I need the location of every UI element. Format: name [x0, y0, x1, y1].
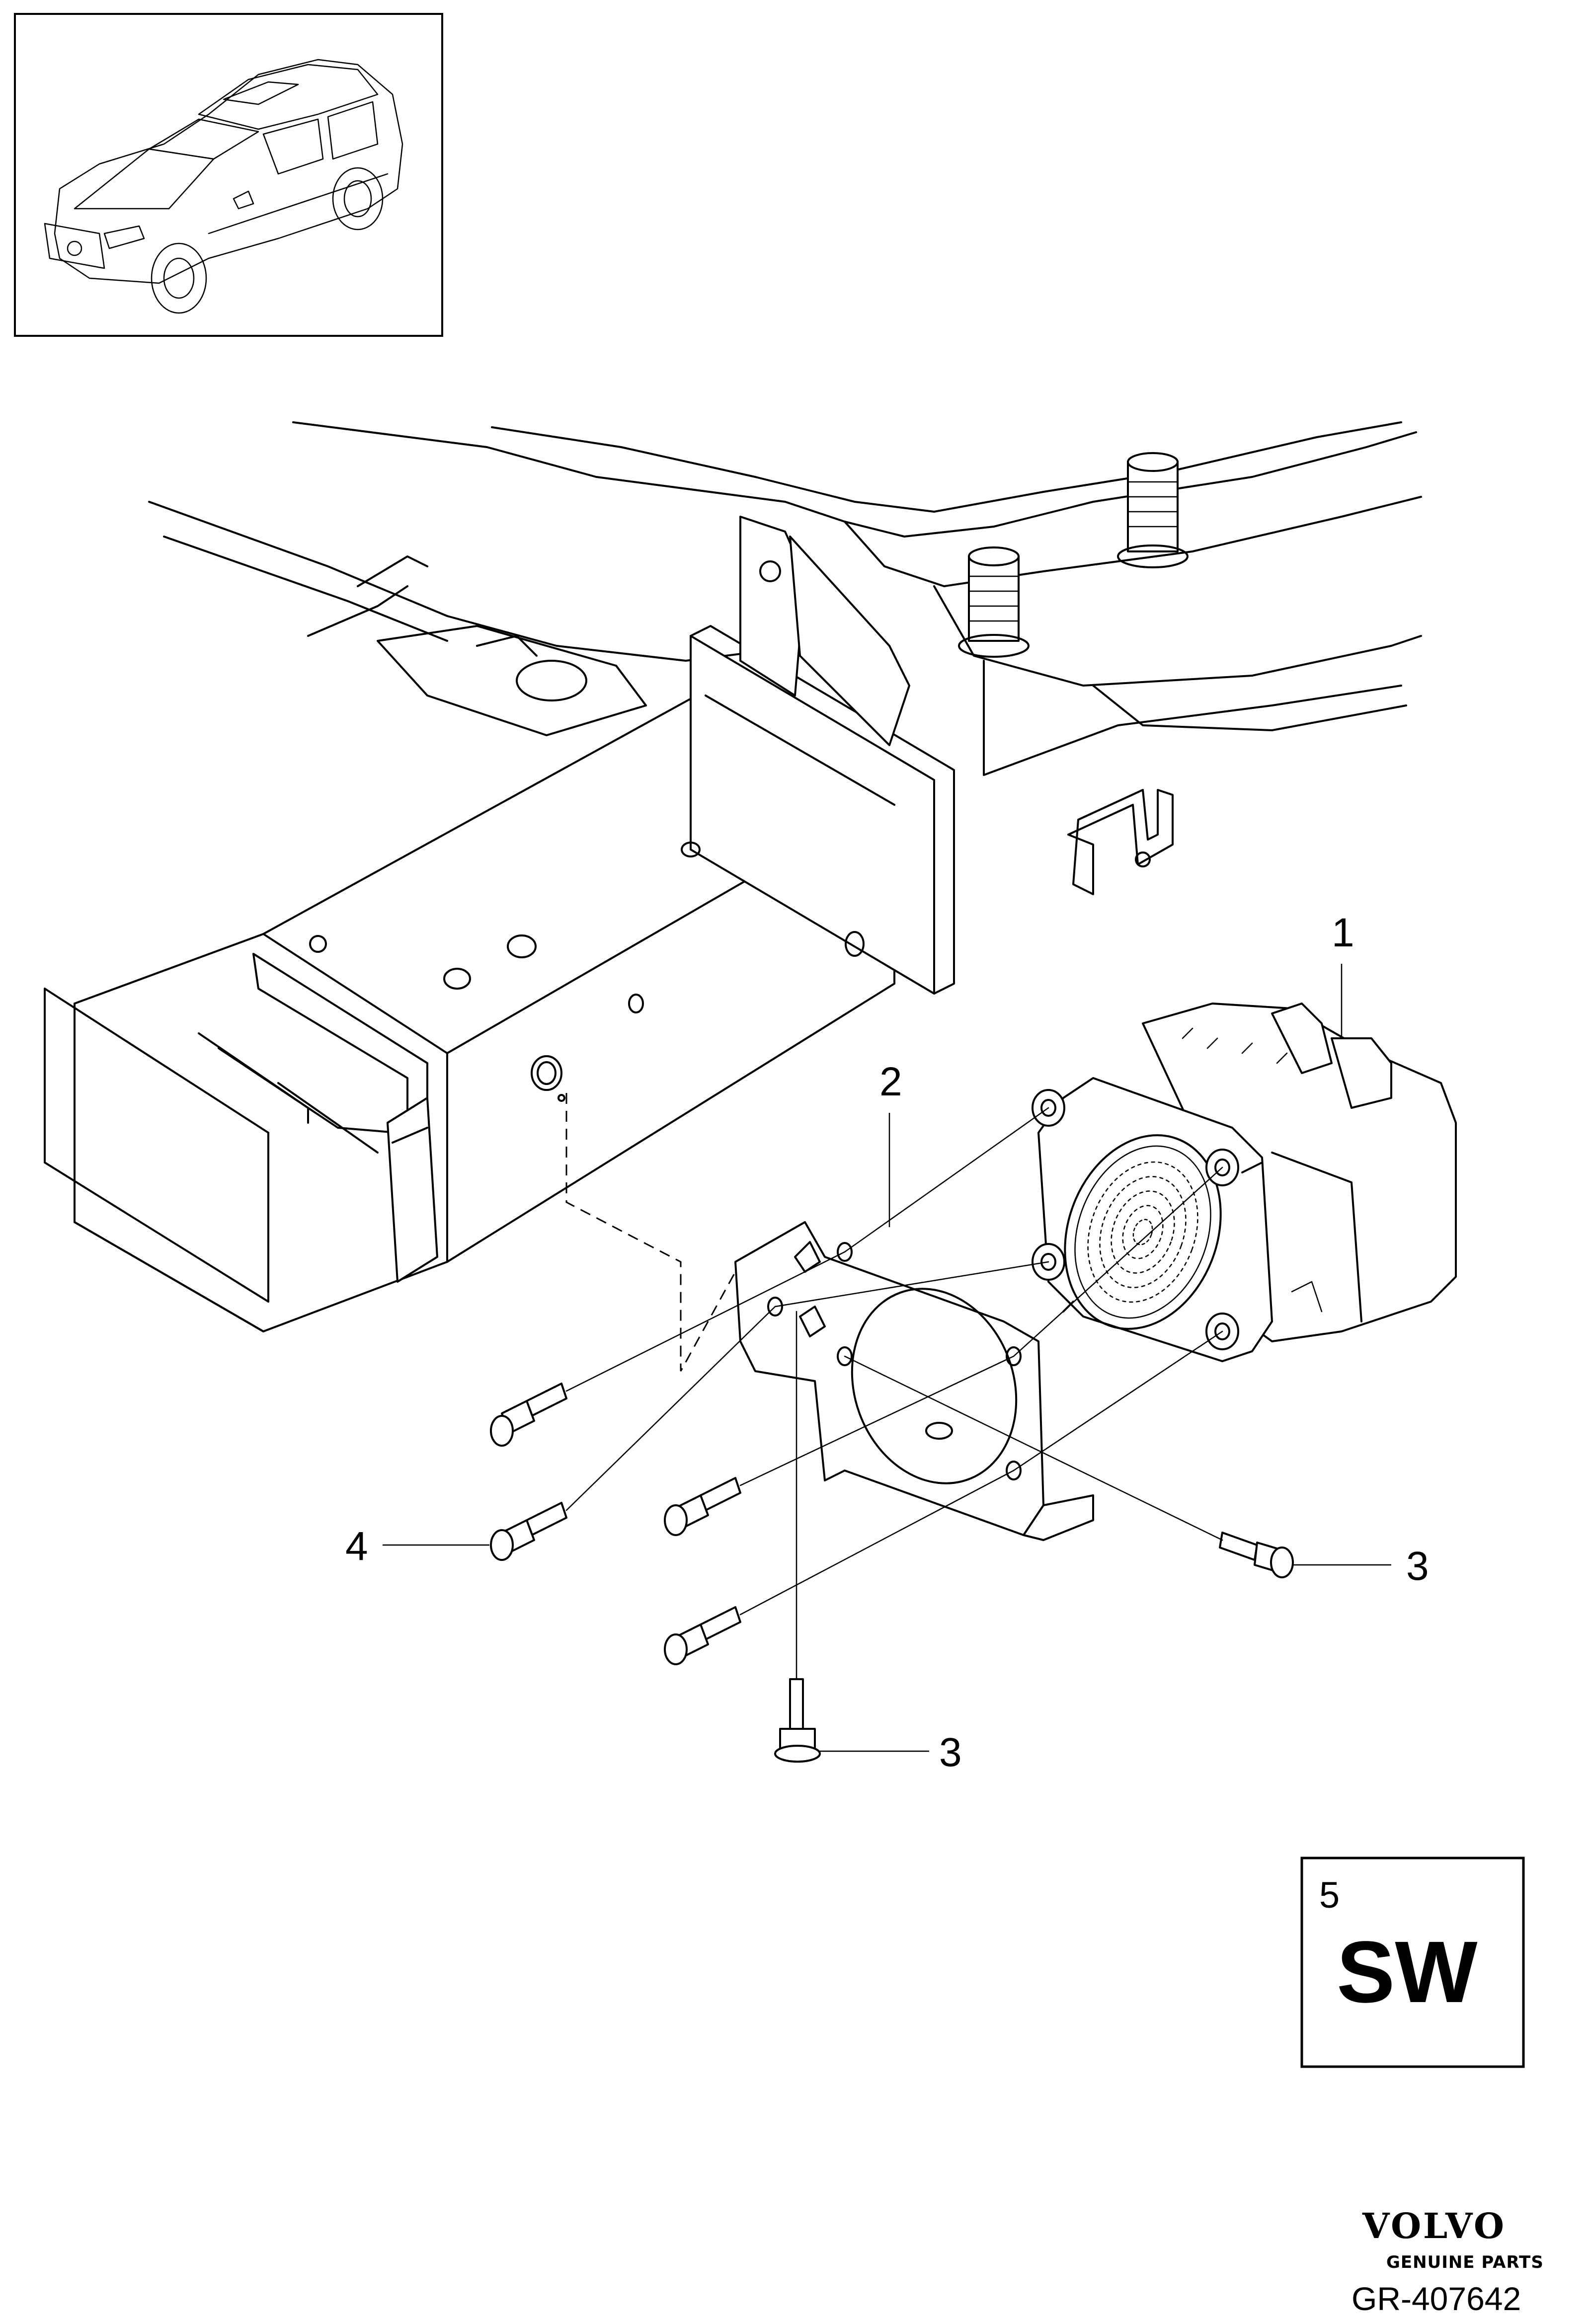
vehicle-thumbnail [14, 13, 443, 337]
car-icon [44, 59, 403, 314]
alignment-line [565, 1093, 736, 1372]
chassis-frame [44, 421, 1422, 1332]
bolt-part-3-vertical [774, 1678, 821, 1763]
stud-left [958, 546, 1030, 658]
callout-2: 2 [879, 1059, 902, 1104]
stud-right [1117, 452, 1189, 568]
bolts [490, 1107, 1294, 1763]
bolt-lower [664, 1606, 741, 1665]
bolt-part-3-right [1219, 1532, 1294, 1578]
callout-4: 4 [345, 1524, 368, 1569]
bolt-upper-left [490, 1383, 567, 1447]
callout-3-bottom: 3 [939, 1730, 962, 1775]
sw-box-code: SW [1337, 1924, 1478, 2021]
bolt-middle [664, 1477, 741, 1536]
grille-pattern [1087, 1161, 1198, 1303]
brand-tagline: GENUINE PARTS [1386, 2252, 1544, 2272]
bolt-part-4 [490, 1502, 567, 1561]
part-1-siren-unit [1032, 1003, 1457, 1362]
sw-legend-box: 5 SW [1300, 1857, 1525, 2068]
brand-logo: VOLVO [1362, 2205, 1506, 2247]
callout-3-right: 3 [1406, 1544, 1429, 1589]
sw-box-number: 5 [1319, 1874, 1340, 1916]
diagram-reference: GR-407642 [1352, 2280, 1521, 2317]
callouts: 1 2 3 3 4 [345, 910, 1429, 1775]
brand-block: VOLVO GENUINE PARTS GR-407642 [1352, 2205, 1544, 2317]
callout-1: 1 [1332, 910, 1354, 955]
